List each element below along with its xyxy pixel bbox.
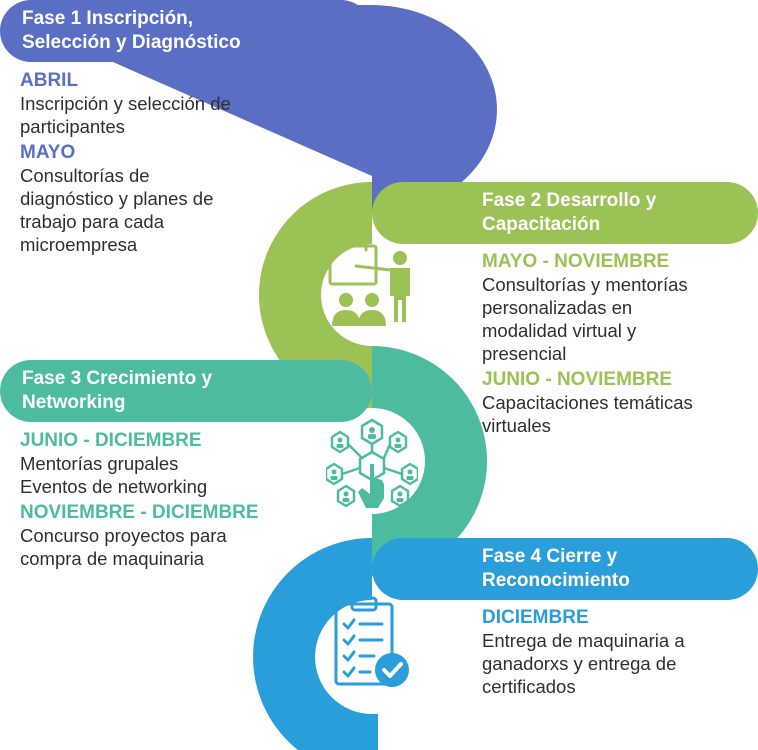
network-hexagons-icon xyxy=(326,418,418,508)
phase-4-title-line2: Reconocimiento xyxy=(482,570,630,591)
phase-2-title-line1: Fase 2 Desarrollo y xyxy=(482,190,657,211)
phase-2-title-bar xyxy=(372,182,758,244)
period-label: JUNIO - DICIEMBRE xyxy=(20,430,202,451)
phase-4-title: Fase 4 Cierre y Reconocimiento xyxy=(482,545,630,593)
phase-4-title-bar xyxy=(372,538,758,600)
period-label: NOVIEMBRE - DICIEMBRE xyxy=(20,502,259,523)
phase-1-arc xyxy=(370,5,497,214)
period-label: ABRIL xyxy=(20,70,79,91)
phase-1-title: Fase 1 Inscripción, Selección y Diagnóst… xyxy=(22,7,241,55)
period-description: Consultorías de diagnóstico y planes de … xyxy=(20,165,214,255)
phase-3-title-bar xyxy=(0,360,372,422)
period-description: Capacitaciones temáticas virtuales xyxy=(482,392,693,436)
period-description: Mentorías grupales Eventos de networking xyxy=(20,453,208,497)
phase-3-title-line1: Fase 3 Crecimiento y xyxy=(22,368,213,389)
period-description: Entrega de maquinaria a ganadorxs y entr… xyxy=(482,630,685,697)
phase-3-arc xyxy=(370,346,487,576)
clipboard-check-icon xyxy=(334,596,409,687)
presentation-board-icon xyxy=(328,240,410,326)
phase-1-content: ABRIL Inscripción y selección de partici… xyxy=(20,66,231,256)
phase-2-title: Fase 2 Desarrollo y Capacitación xyxy=(482,189,656,237)
period-label: MAYO xyxy=(20,142,76,163)
phase-1-title-line1: Fase 1 Inscripción, xyxy=(22,8,194,29)
phase-4-title-line1: Fase 4 Cierre y xyxy=(482,546,618,567)
period-label: DICIEMBRE xyxy=(482,607,589,628)
period-description: Inscripción y selección de participantes xyxy=(20,93,231,137)
id-card-touch-icon xyxy=(328,68,416,154)
phase-2-title-line2: Capacitación xyxy=(482,214,601,235)
period-description: Concurso proyectos para compra de maquin… xyxy=(20,525,227,569)
period-description: Consultorías y mentorías personalizadas … xyxy=(482,274,688,364)
period-label: MAYO - NOVIEMBRE xyxy=(482,251,670,272)
phase-3-title-line2: Networking xyxy=(22,392,126,413)
phase-3-title: Fase 3 Crecimiento y Networking xyxy=(22,367,212,415)
phase-4-content: DICIEMBRE Entrega de maquinaria a ganado… xyxy=(482,603,685,698)
phase-2-content: MAYO - NOVIEMBRE Consultorías y mentoría… xyxy=(482,247,693,437)
phase-1-title-line2: Selección y Diagnóstico xyxy=(22,32,241,53)
phase-4-arc xyxy=(253,538,374,750)
phase-4-tail xyxy=(360,714,378,750)
period-label: JUNIO - NOVIEMBRE xyxy=(482,369,673,390)
phase-1-title-bar xyxy=(0,0,372,62)
phase-3-content: JUNIO - DICIEMBRE Mentorías grupales Eve… xyxy=(20,426,259,570)
